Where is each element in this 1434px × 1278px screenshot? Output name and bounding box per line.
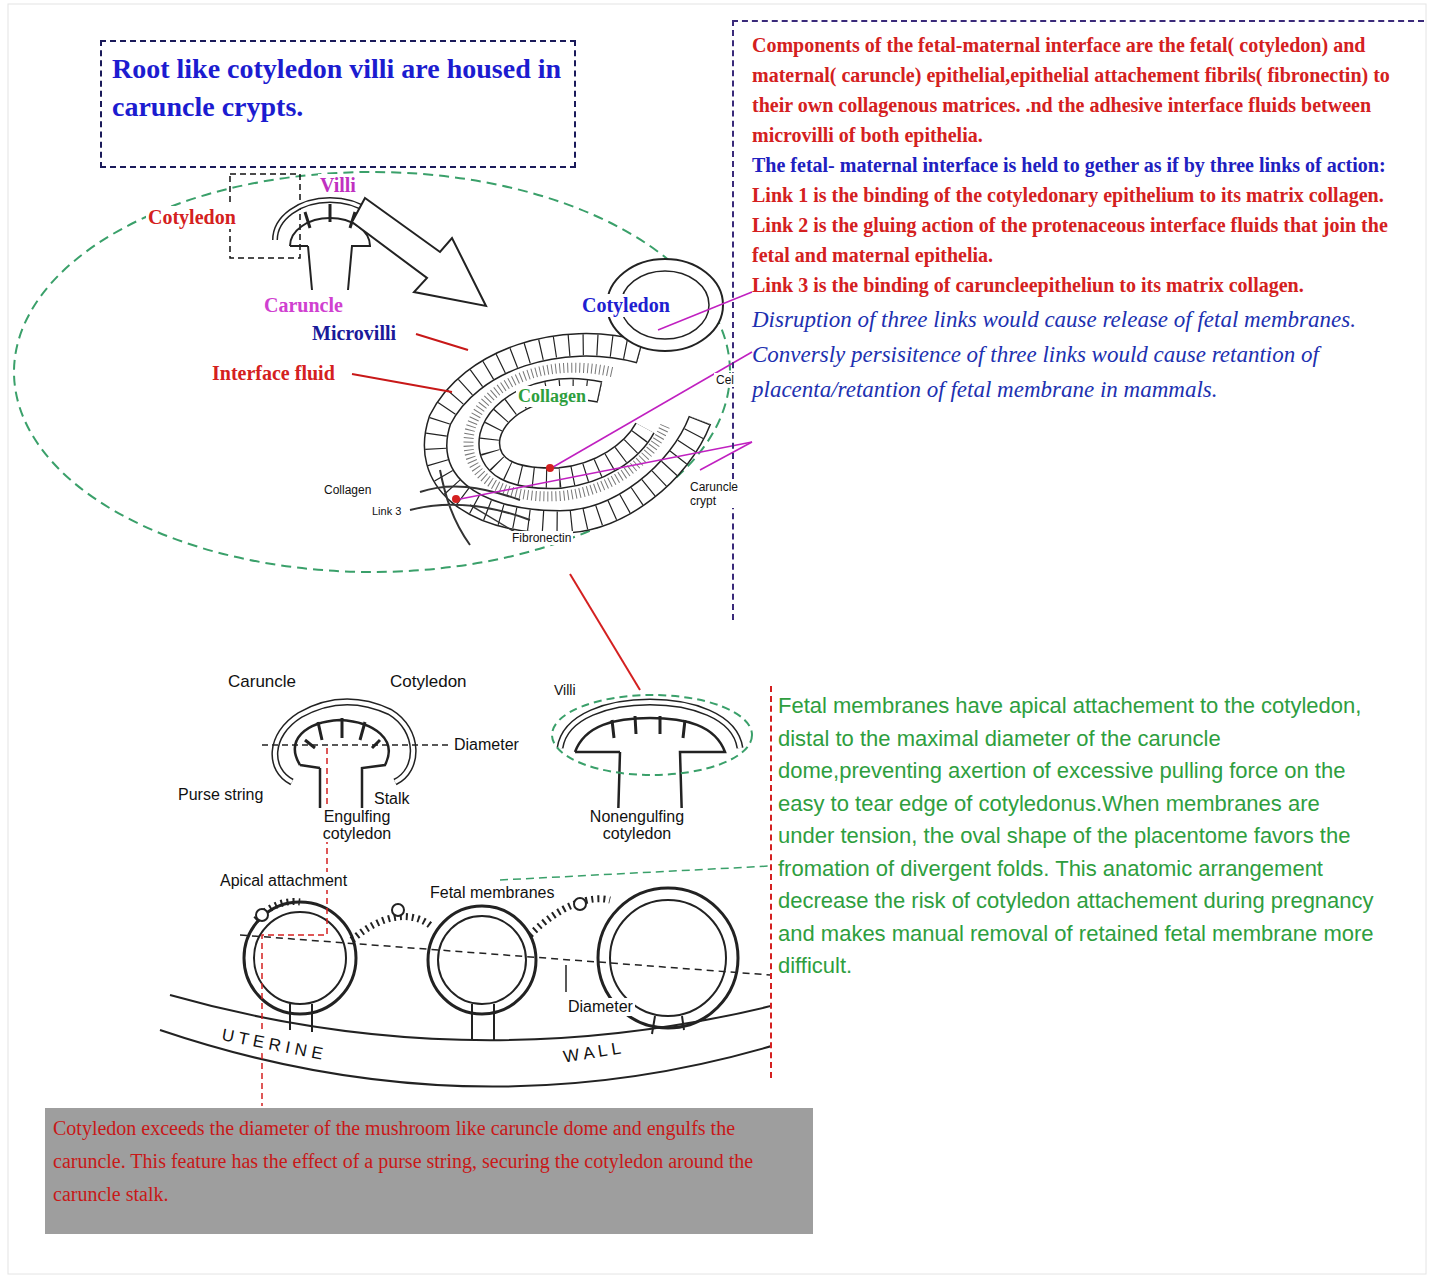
crypt-drawing [410,259,723,545]
zoom-arrow [352,198,486,306]
label-cotyledon: Cotyledon [388,672,469,692]
page-frame [8,4,1426,1274]
note-box: Root like cotyledon villi are housed in … [100,40,576,168]
label-collagen: Collagen [516,386,588,407]
zoom-ellipse [14,172,730,572]
purse-string-note: Cotyledon exceeds the diameter of the mu… [45,1108,813,1234]
label-wall: W A L L [560,1038,624,1067]
node-text: Link 3 is the binding of caruncleepithel… [752,270,1418,300]
label-uterine: U T E R I N E [218,1025,326,1065]
label-villi: Villi [318,174,358,197]
node-text: Root like cotyledon villi are housed in … [112,50,564,126]
nonengulfing-placentome [552,695,752,820]
label-diameter: Diameter [566,998,635,1016]
label-cotyledon: Cotyledon [580,294,672,317]
label-caruncle-crypt: Caruncle crypt [688,480,748,508]
label-cotyledon: Cotyledon [146,206,238,229]
label-nonengulfing: Nonengulfing cotyledon [560,808,714,842]
label-stalk: Stalk [372,790,412,808]
label-cell: Cel [714,373,736,387]
label-fibronectin: Fibronectin [510,531,573,545]
label-collagen: Collagen [322,483,373,497]
label-link: Link 3 [370,505,403,517]
node-text: Link 2 is the gluing action of the prote… [752,210,1418,270]
label-diameter: Diameter [452,736,521,754]
node-text: Cotyledon exceeds the diameter of the mu… [53,1112,805,1211]
node-text: Components of the fetal-maternal interfa… [752,30,1418,150]
node-text: Disruption of three links would cause re… [752,302,1418,407]
explanation-panel: Components of the fetal-maternal interfa… [732,20,1424,620]
label-villi: Villi [552,682,578,698]
membrane-note: Fetal membranes have apical attachement … [770,686,1382,1078]
node-text: Fetal membranes have apical attachement … [778,690,1378,983]
green-guide [500,866,770,880]
caruncle-mushroom [290,218,370,290]
label-caruncle: Caruncle [262,294,345,317]
leader-lines [352,292,752,690]
label-purse-string: Purse string [176,786,265,804]
label-engulfing: Engulfing cotyledon [290,808,424,842]
label-microvilli: Microvilli [310,322,398,345]
label-caruncle: Caruncle [226,672,298,692]
placentome-row [160,888,775,1087]
node-text: The fetal- maternal interface is held to… [752,150,1418,180]
label-fetal-membranes: Fetal membranes [428,884,557,902]
label-interface-fluid: Interface fluid [210,362,337,385]
node-text: Link 1 is the binding of the cotyledonar… [752,180,1418,210]
villi-sketch [305,204,355,228]
label-apical-attachment: Apical attachment [218,872,349,890]
